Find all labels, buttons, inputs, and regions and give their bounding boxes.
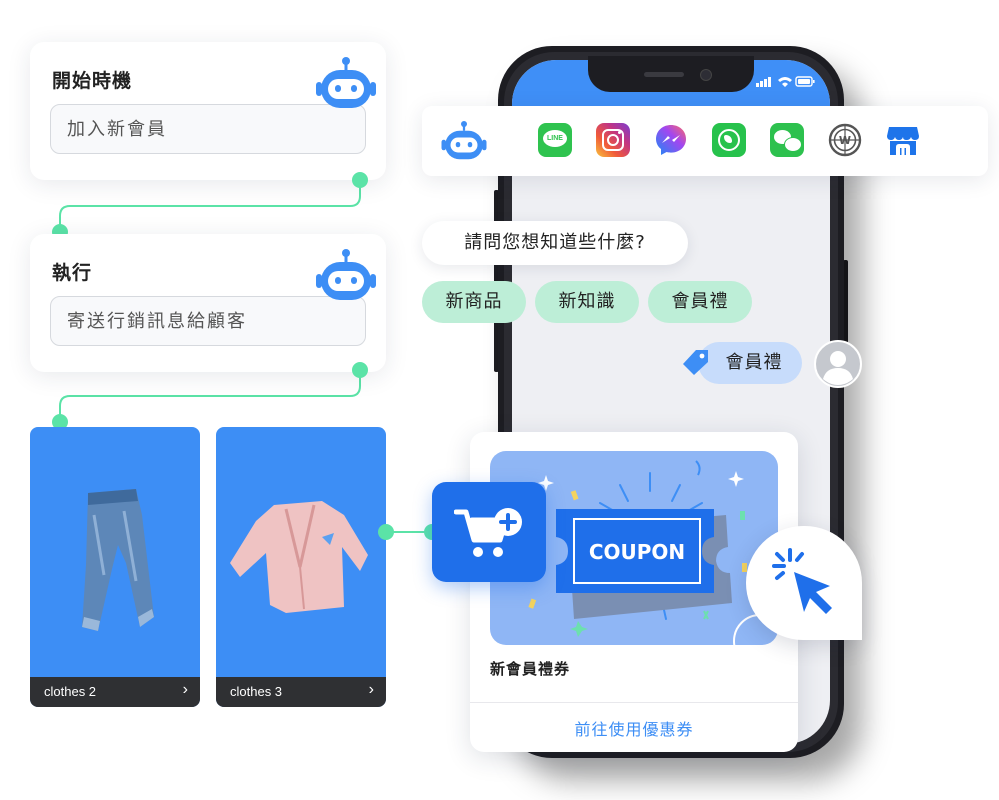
coupon-title: 新會員禮券 <box>490 660 571 678</box>
product-tile[interactable]: clothes 2 › <box>30 427 200 707</box>
jacket-image <box>230 501 368 613</box>
whatsapp-icon[interactable] <box>712 123 746 157</box>
click-indicator <box>746 526 862 640</box>
product-label: clothes 2 <box>44 684 97 699</box>
connector-dot <box>352 172 368 188</box>
product-tile-bar: clothes 3 › <box>216 677 386 707</box>
status-bar-icons <box>756 76 815 87</box>
quick-reply-new-products[interactable]: 新商品 <box>422 281 526 323</box>
cart-plus-icon <box>454 508 522 557</box>
user-avatar-icon <box>814 340 862 388</box>
user-reply-bubble: 會員禮 <box>698 342 802 384</box>
coupon-ticket-text: COUPON <box>589 540 685 564</box>
line-icon[interactable]: LINE <box>538 123 572 157</box>
cursor-click-icon <box>772 548 832 614</box>
instagram-icon[interactable] <box>596 123 630 157</box>
website-icon[interactable]: W <box>828 123 862 157</box>
product-tile-bar: clothes 2 › <box>30 677 200 707</box>
action-title: 執行 <box>52 262 93 284</box>
phone-power-button <box>843 260 848 350</box>
messenger-icon[interactable] <box>654 123 688 157</box>
front-camera <box>700 69 712 81</box>
phone-volume-down <box>494 312 499 372</box>
svg-text:W: W <box>839 134 851 147</box>
robot-icon <box>316 57 376 108</box>
bot-message-bubble: 請問您想知道些什麼? <box>422 221 688 265</box>
product-tile[interactable]: clothes 3 › <box>216 427 386 707</box>
robot-icon <box>316 249 376 300</box>
quick-reply-member-gift[interactable]: 會員禮 <box>648 281 752 323</box>
chevron-right-icon: › <box>368 681 374 698</box>
phone-silent-switch <box>494 190 499 224</box>
connector-dot <box>52 414 68 430</box>
tag-icon <box>683 350 708 375</box>
connector-dot <box>378 524 394 540</box>
robot-icon <box>441 121 487 160</box>
trigger-field[interactable]: 加入新會員 <box>50 104 366 154</box>
phone-volume-up <box>494 240 499 300</box>
action-field[interactable]: 寄送行銷訊息給顧客 <box>50 296 366 346</box>
chevron-right-icon: › <box>182 681 188 698</box>
phone-notch <box>588 56 754 92</box>
store-icon[interactable] <box>886 123 920 157</box>
use-coupon-link[interactable]: 前往使用優惠券 <box>574 720 694 739</box>
connector-dot <box>352 362 368 378</box>
quick-reply-new-knowledge[interactable]: 新知識 <box>535 281 639 323</box>
channel-bar: LINE W <box>422 106 988 176</box>
speaker-grille <box>644 72 684 77</box>
product-label: clothes 3 <box>230 684 283 699</box>
add-to-cart-button[interactable] <box>432 482 546 582</box>
trigger-title: 開始時機 <box>52 70 133 92</box>
jeans-image <box>82 489 154 631</box>
divider <box>470 702 798 703</box>
wechat-icon[interactable] <box>770 123 804 157</box>
